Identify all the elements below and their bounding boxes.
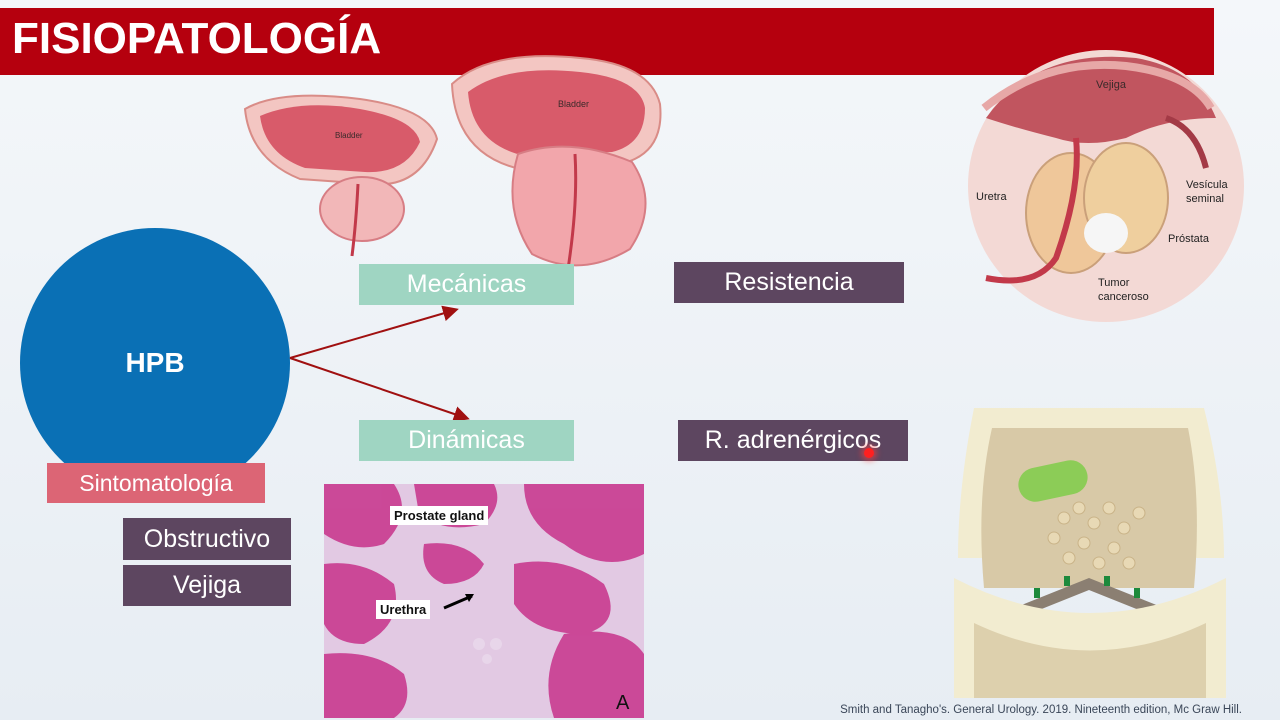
- slide-title: FISIOPATOLOGÍA: [12, 14, 382, 63]
- arrow-to-mecanicas: [289, 305, 459, 359]
- histology-panel-letter: A: [616, 692, 630, 714]
- label-prostata: Próstata: [1168, 233, 1210, 245]
- box-obstructivo: Obstructivo: [123, 518, 291, 560]
- label-tumor-1: Tumor: [1098, 277, 1130, 289]
- label-vesicula-2: seminal: [1186, 193, 1224, 205]
- bladder-small-illustration: Bladder: [243, 94, 439, 257]
- label-uretra: Uretra: [976, 191, 1007, 203]
- histology-image: Prostate gland Urethra A: [324, 484, 644, 718]
- box-resistencia: Resistencia: [674, 262, 904, 303]
- label-vesicula-1: Vesícula: [1186, 179, 1228, 191]
- box-vejiga: Vejiga: [123, 565, 291, 606]
- prostate-anatomy-illustration: Vejiga Uretra Vesícula seminal Próstata …: [968, 50, 1244, 322]
- laser-pointer-icon: [864, 448, 874, 458]
- box-dinamicas: Dinámicas: [359, 420, 574, 461]
- box-sintomatologia: Sintomatología: [47, 463, 265, 503]
- branch-arrows: [289, 305, 470, 422]
- hpb-label: HPB: [125, 347, 185, 378]
- label-tumor-2: canceroso: [1098, 291, 1149, 303]
- hpb-circle: HPB: [20, 228, 290, 498]
- bladder-small-label: Bladder: [335, 131, 363, 140]
- bladder-large-label: Bladder: [558, 99, 589, 109]
- bladder-large-illustration: Bladder: [450, 55, 662, 270]
- label-vejiga: Vejiga: [1096, 79, 1127, 91]
- bladder-illustrations: Bladder Bladder: [243, 55, 662, 270]
- histology-label-urethra: Urethra: [376, 600, 431, 619]
- histology-label-gland: Prostate gland: [390, 506, 489, 525]
- box-mecanicas: Mecánicas: [359, 264, 574, 305]
- adrenergic-synapse-illustration: [954, 408, 1226, 698]
- citation-text: Smith and Tanagho's. General Urology. 20…: [840, 704, 1242, 716]
- arrow-to-dinamicas: [289, 357, 470, 422]
